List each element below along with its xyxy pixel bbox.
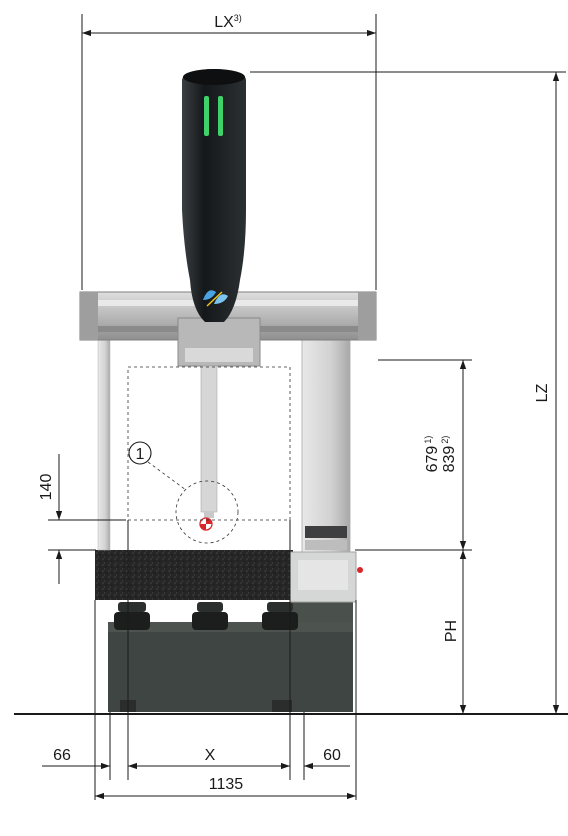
foot-right: [272, 700, 292, 712]
z-spindle: [200, 365, 218, 513]
label-travel-839: 8392): [440, 436, 458, 473]
machine: [79, 69, 377, 712]
base-pedestal: [108, 622, 353, 712]
label-lz: LZ: [534, 383, 551, 402]
measuring-volume: [127, 366, 291, 521]
z-column: [182, 69, 246, 322]
label-60: 60: [323, 747, 341, 764]
probe: [199, 512, 214, 531]
right-leg: [301, 339, 351, 553]
led-strip-right: [218, 96, 223, 136]
label-x: X: [205, 747, 216, 764]
led-strip-left: [204, 96, 209, 136]
callout-marker: 1: [128, 441, 152, 465]
dim-lx: [81, 14, 377, 290]
label-66: 66: [53, 747, 71, 764]
granite-table: [95, 550, 293, 600]
label-140: 140: [38, 474, 55, 501]
callout-number: 1: [136, 446, 145, 463]
label-lx: LX3): [214, 13, 242, 31]
dim-z-travel: [355, 359, 472, 551]
logo-icon: [203, 290, 228, 307]
label-travel-679: 6791): [423, 436, 441, 473]
label-1135: 1135: [209, 776, 244, 793]
probe-zoom-circle: [175, 480, 239, 544]
left-leg: [97, 339, 111, 551]
label-ph: PH: [443, 620, 460, 642]
dim-140: [48, 454, 126, 584]
isolators: [114, 602, 298, 630]
bridge: [79, 291, 377, 367]
dim-lz: [250, 71, 566, 714]
